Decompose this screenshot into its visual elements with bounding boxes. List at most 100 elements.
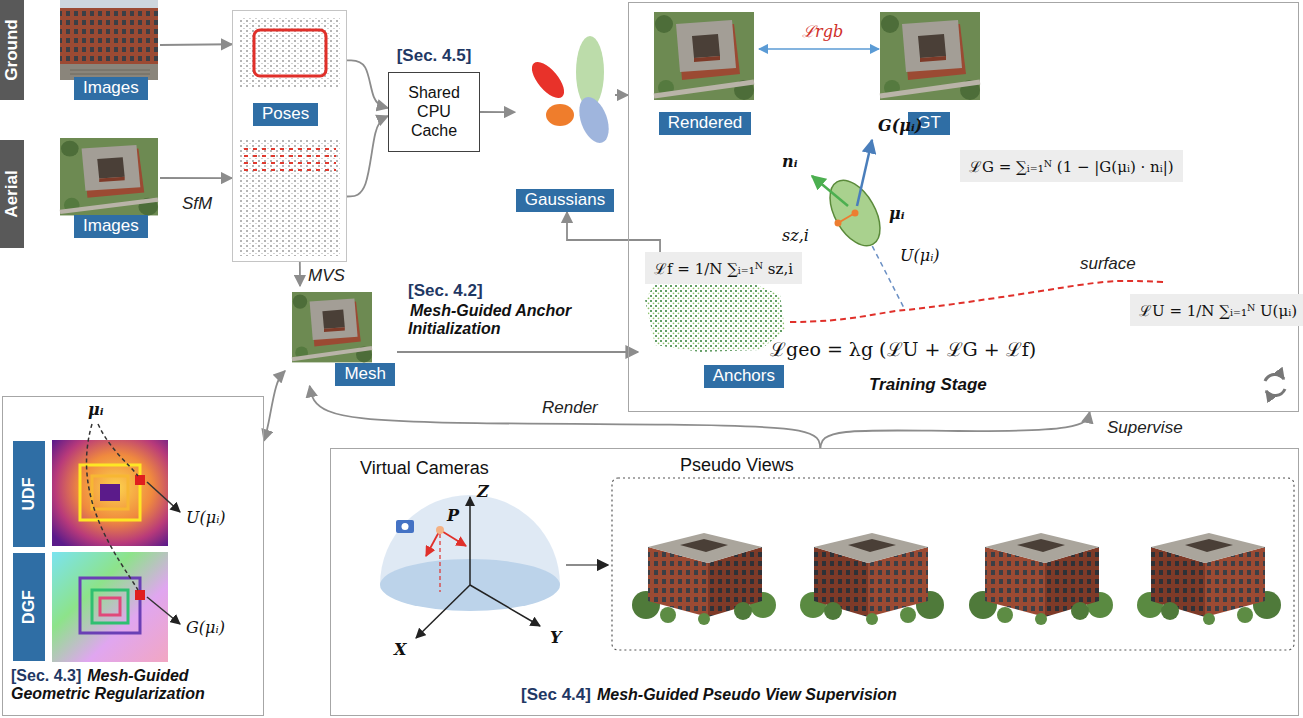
virtual-camera-sphere (436, 526, 444, 534)
process-box: [Sec. 4.5]Shared CPU Cache (388, 72, 480, 152)
side-band: Aerial (0, 140, 24, 248)
mesh-image (292, 292, 372, 362)
connector (759, 48, 879, 50)
node-label: Gaussians (516, 189, 614, 212)
label-holder: Pseudo Views (680, 455, 794, 476)
poses-panel: Poses (232, 10, 347, 262)
gaussian-ellipses (526, 36, 614, 147)
connector (264, 371, 285, 441)
pseudo-view-images (969, 533, 1113, 625)
side-band: Ground (0, 0, 24, 100)
query-path (98, 424, 138, 476)
gaussian-ellipses (574, 93, 615, 147)
label-holder: nᵢ (782, 152, 797, 171)
virtual-camera-sphere (416, 585, 470, 638)
node-label: Shared CPU Cache (395, 83, 473, 141)
edge-label: Render (540, 398, 600, 417)
edge-label: ℒrgb (800, 22, 845, 41)
pseudo-view-images (612, 478, 1294, 650)
image-card: Gaussians (515, 28, 615, 212)
node-label: Images (74, 215, 148, 238)
label-holder: G(μᵢ) (878, 116, 922, 135)
connector (347, 116, 388, 196)
text-holder: Poses (253, 103, 318, 126)
label-holder: P (447, 506, 459, 525)
node-label: [Sec 4.4] (521, 685, 591, 704)
udf-map (135, 475, 145, 485)
label-holder: MVS (306, 266, 347, 286)
node-label: UDF (20, 478, 38, 511)
pose-cloud (254, 30, 326, 76)
module-panel: [Sec. 4.3]Mesh-Guided Geometric Regulari… (2, 396, 264, 716)
cycle-icon (1266, 389, 1285, 396)
image-card: Mesh (285, 286, 397, 386)
dgf-map (52, 552, 168, 662)
label-holder: ℒgeo = λg (ℒU + ℒG + ℒf) (770, 336, 1036, 362)
virtual-camera-sphere (402, 523, 409, 530)
ground-photo (70, 70, 150, 74)
gaussian-geometry (790, 281, 1165, 322)
text-holder: DGF (20, 590, 38, 624)
pose-cloud (240, 140, 340, 256)
pose-cloud (244, 146, 336, 176)
label-holder: surface (1080, 254, 1136, 274)
field-band: UDF (13, 441, 45, 547)
label-holder: X (394, 640, 406, 659)
edge-label: SfM (180, 194, 214, 213)
text-holder: Rendered (651, 112, 759, 135)
ground-photo (60, 0, 158, 80)
axis-label: Z (477, 482, 489, 501)
pose-cloud (240, 18, 340, 88)
node-label: Mesh-Guided Pseudo View Supervision (597, 686, 897, 703)
pseudo-view-images (612, 478, 1294, 650)
ground-photo (60, 8, 158, 66)
equation: ℒgeo = λg (ℒU + ℒG + ℒf) (770, 338, 1036, 360)
text-holder: Ground (3, 19, 22, 80)
node-label: Anchors (704, 365, 784, 388)
text-holder: Aerial (3, 170, 22, 217)
ground-photo (60, 0, 158, 80)
point-label: P (447, 506, 459, 525)
node-label: [Sec. 4.3] (11, 667, 81, 684)
virtual-camera-sphere (439, 534, 440, 592)
label-holder: SfM (180, 194, 214, 214)
virtual-camera-sphere (426, 530, 440, 556)
text-holder: UDF (20, 478, 38, 511)
rendered-image (654, 12, 754, 100)
pseudo-view-images (632, 533, 776, 625)
connector (820, 412, 1089, 448)
node-label: Training Stage (869, 375, 987, 394)
dgf-map (80, 578, 140, 633)
pseudo-view-images (800, 533, 944, 625)
label-holder: U(μᵢ) (900, 246, 940, 265)
section-tag: [Sec. 4.2] (408, 281, 483, 300)
dgf-map (92, 590, 128, 623)
text-holder: Mesh (335, 363, 395, 386)
module-panel: [Sec 4.4] Mesh-Guided Pseudo View Supervi… (330, 448, 1299, 716)
text-holder: [Sec. 4.3]Mesh-Guided Geometric Regulari… (11, 667, 255, 703)
virtual-camera-sphere (396, 520, 414, 533)
dgf-map (100, 598, 120, 615)
virtual-camera-sphere (380, 495, 608, 638)
dgf-map (135, 590, 145, 600)
virtual-camera-sphere (566, 564, 608, 566)
label-holder: ℒrgb (800, 20, 845, 42)
query-path (147, 597, 180, 624)
text-holder: Images (74, 215, 148, 238)
math-label: G(μᵢ) (878, 116, 922, 135)
math-label: μᵢ (889, 204, 905, 223)
virtual-camera-sphere (469, 497, 471, 585)
text-holder: [Sec 4.4] Mesh-Guided Pseudo View Supervi… (521, 685, 897, 705)
mesh-image (292, 292, 372, 362)
connector (347, 60, 388, 108)
label-holder: Y (550, 628, 561, 647)
query-path (87, 424, 138, 590)
gt-image (880, 12, 980, 100)
edge-label: MVS (306, 266, 347, 285)
equation: ℒU = 1/N ∑ᵢ₌₁ᴺ U(μᵢ) (1130, 294, 1303, 326)
udf-map (100, 484, 120, 501)
rendered-image (654, 12, 754, 100)
